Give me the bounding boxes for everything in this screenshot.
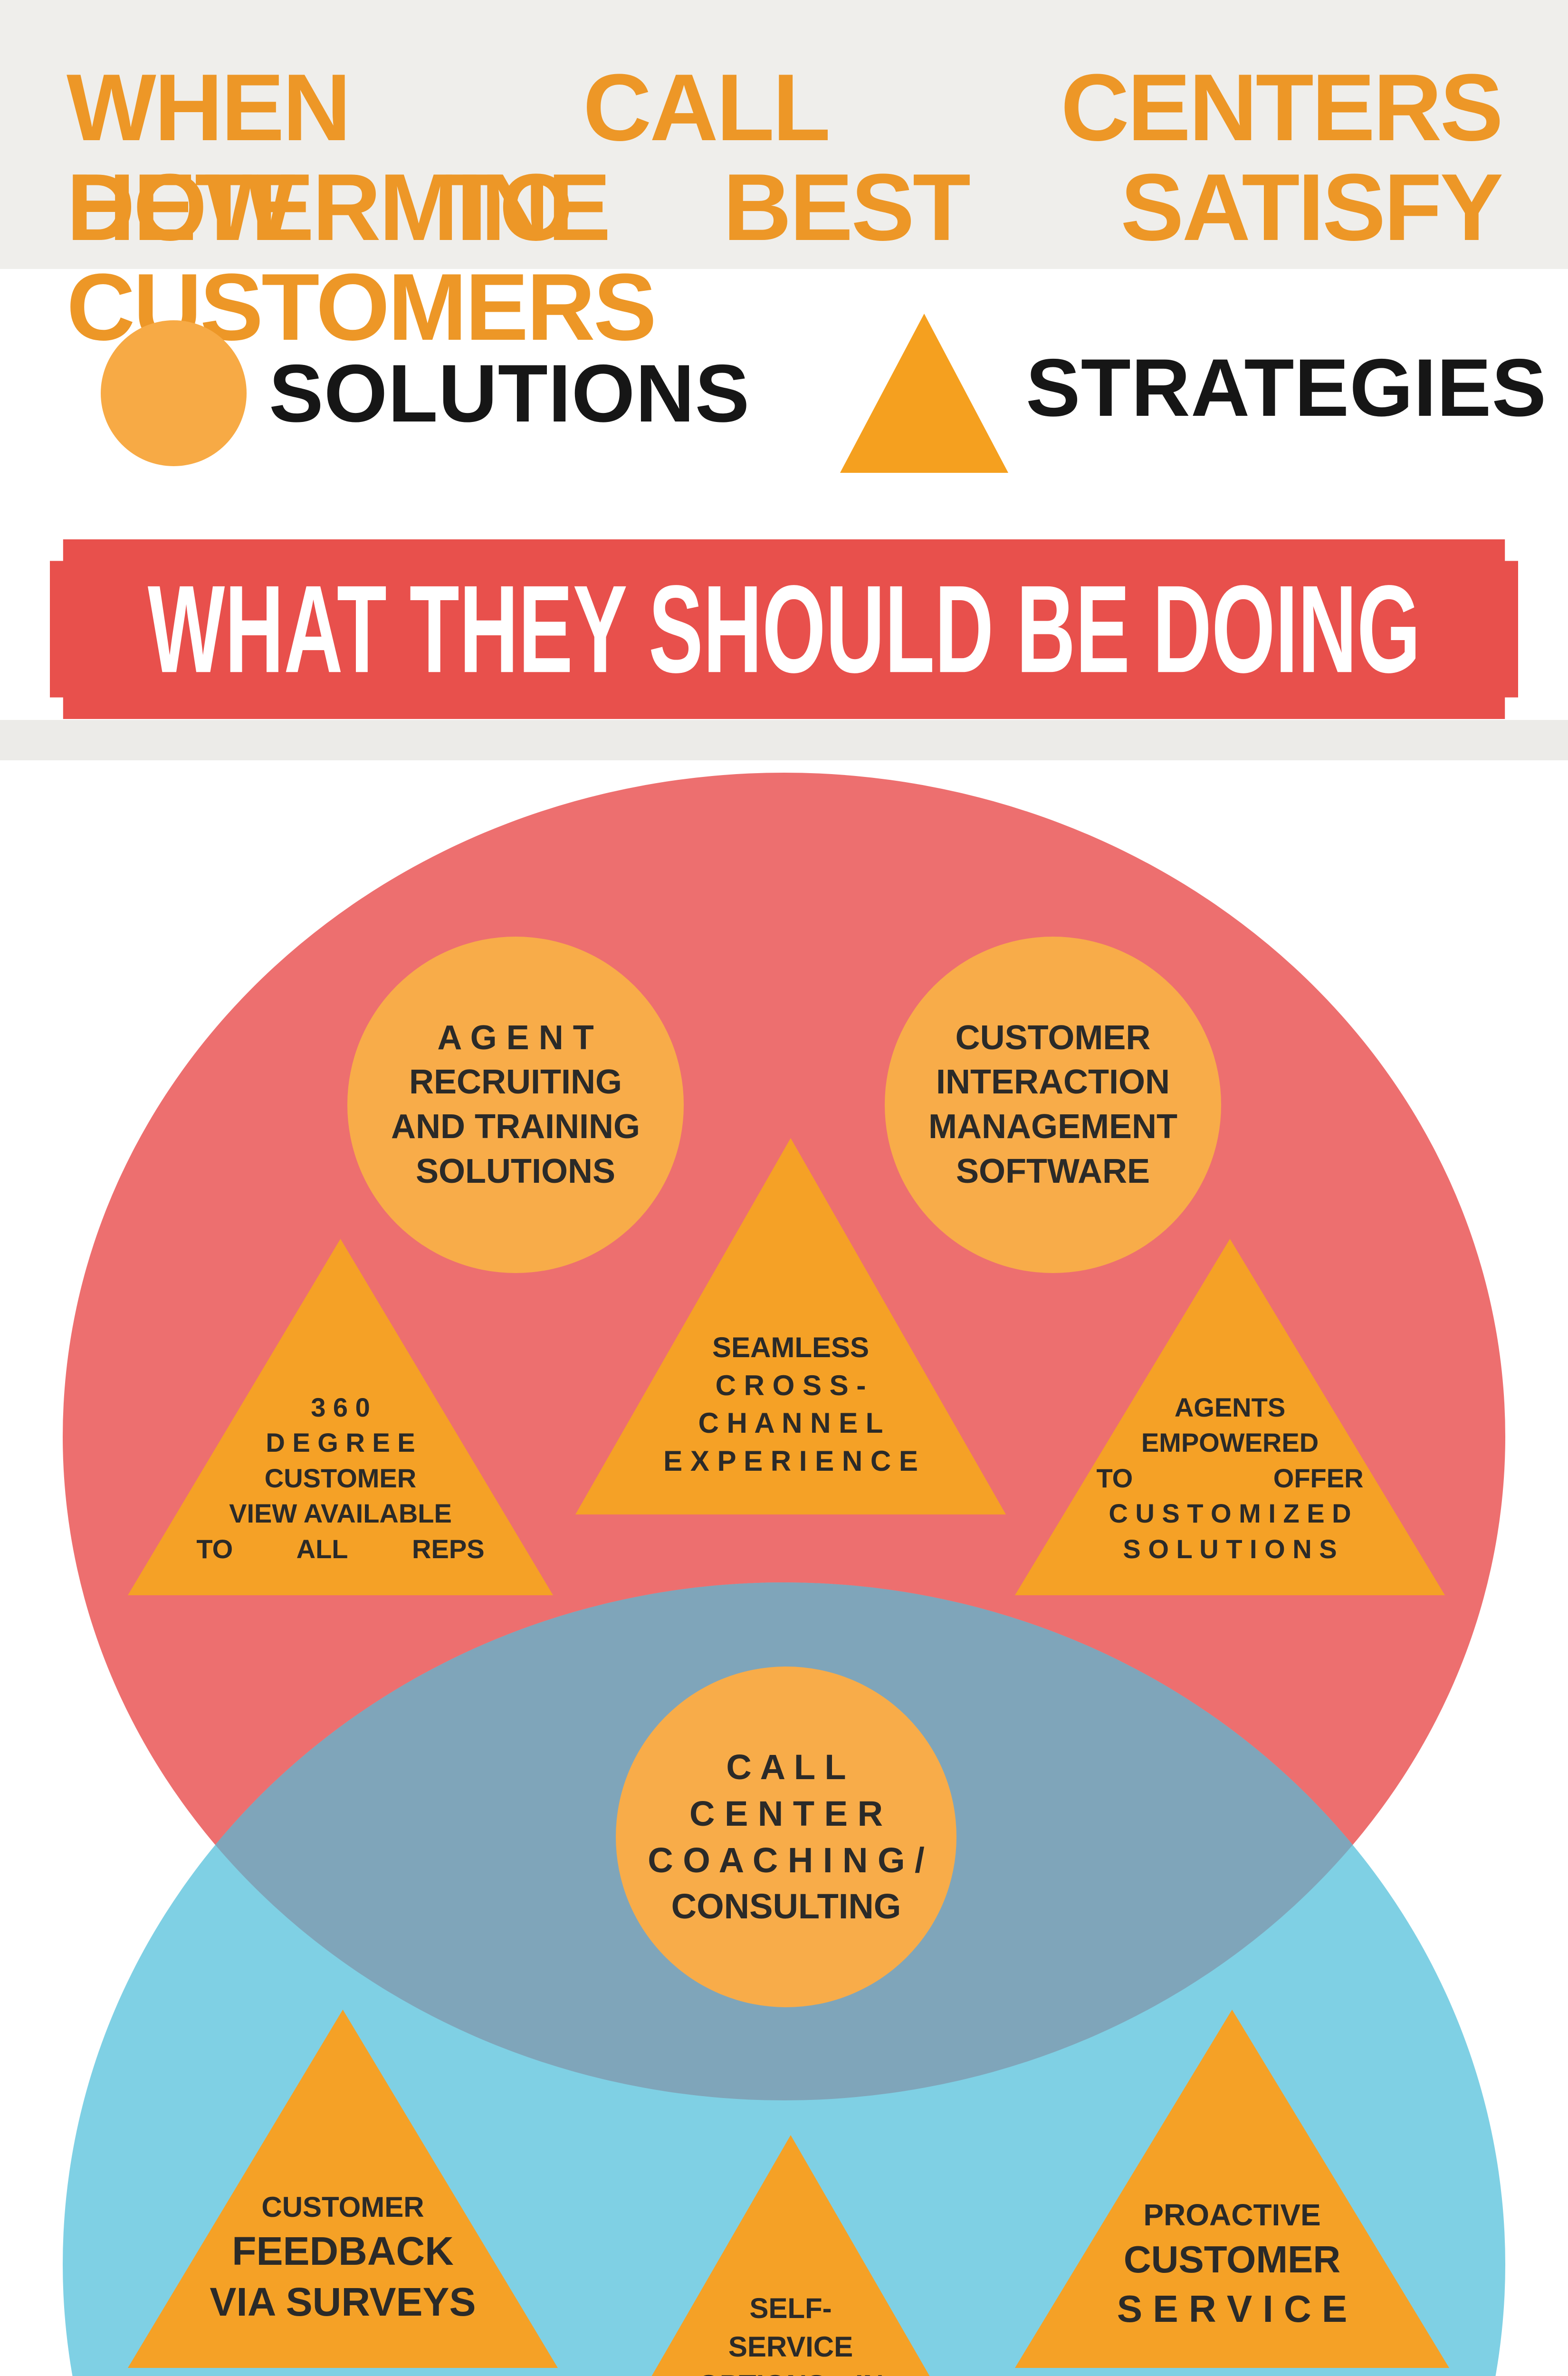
strategies-label: STRATEGIES (1026, 342, 1547, 433)
page-title-line-1: WHEN CALL CENTERS DETERMINE (67, 55, 1503, 260)
solution-agent-recruiting-circle: A G E N T RECRUITING AND TRAINING SOLUTI… (347, 937, 684, 1273)
header: WHEN CALL CENTERS DETERMINE HOW TO BEST … (0, 0, 1568, 360)
solution-coaching-consulting-circle: C A L L C E N T E R C O A C H I N G / CO… (616, 1667, 956, 2007)
divider-strip-top (0, 720, 1568, 760)
solution-interaction-management-circle: CUSTOMER INTERACTION MANAGEMENT SOFTWARE (885, 937, 1221, 1273)
should-be-doing-banner: WHAT THEY SHOULD BE DOING (50, 539, 1518, 719)
solutions-circle-icon (101, 320, 247, 466)
strategies-triangle-icon (840, 314, 1008, 473)
should-be-doing-banner-label: WHAT THEY SHOULD BE DOING (147, 559, 1421, 699)
solutions-label: SOLUTIONS (269, 347, 750, 439)
page-title-line-2: HOW TO BEST SATISFY CUSTOMERS (67, 154, 1503, 360)
